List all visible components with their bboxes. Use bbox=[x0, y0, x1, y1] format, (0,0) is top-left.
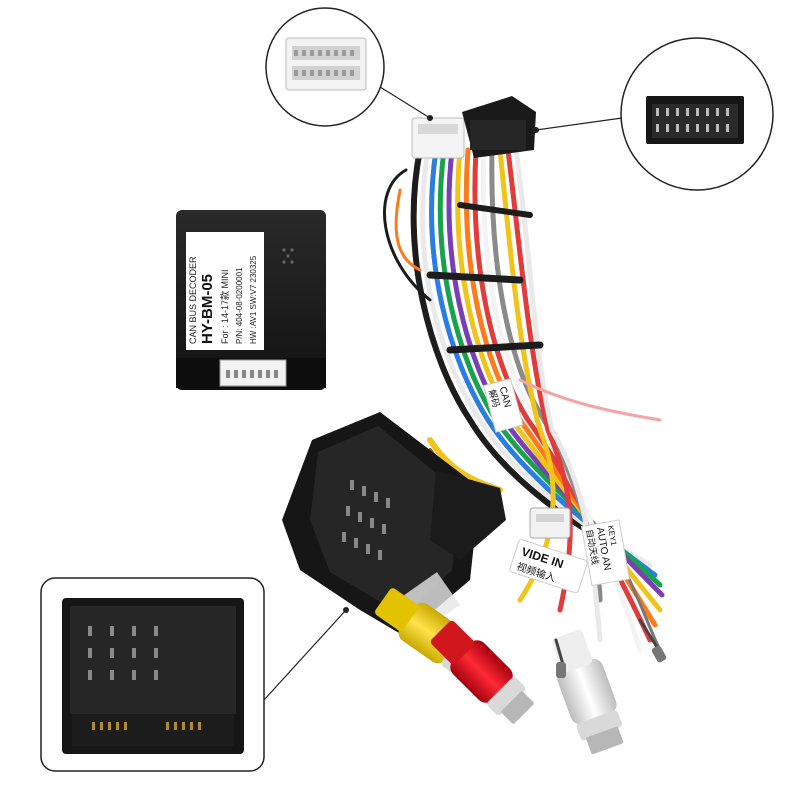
decoder-model-name: HY-BM-05 bbox=[199, 274, 216, 344]
callout-vehicle-connector bbox=[40, 577, 349, 772]
decoder-label-line1: CAN BUS DECODER bbox=[188, 256, 198, 344]
auto-an-tag: KEY1 AUTO AN 自动天线 bbox=[580, 519, 630, 587]
can-label-cn: 解码 bbox=[487, 388, 502, 408]
decoder-label-line4: HW :AV1 SW:V7 230325 bbox=[249, 255, 258, 344]
wire-ends bbox=[554, 618, 667, 678]
callout-black-connector bbox=[533, 37, 774, 191]
key-label: KEY1 bbox=[606, 525, 619, 547]
black-top-connector bbox=[462, 96, 536, 158]
decoder-label-line3: P/N: 404-08-0200001 bbox=[235, 267, 244, 344]
vehicle-connector bbox=[282, 412, 506, 636]
small-white-connector bbox=[529, 507, 571, 539]
callout-white-connector bbox=[265, 7, 433, 127]
can-label: CAN bbox=[497, 386, 513, 409]
video-in-tag: VIDE IN 视频输入 bbox=[509, 539, 588, 594]
white-top-connector bbox=[411, 117, 465, 159]
rca-red bbox=[430, 620, 534, 724]
decoder-label-line2: For : 14-17款 MINI bbox=[219, 269, 230, 344]
can-tag: CAN 解码 bbox=[482, 377, 524, 433]
decoder-box bbox=[176, 210, 326, 390]
speaker-holes bbox=[282, 248, 294, 264]
